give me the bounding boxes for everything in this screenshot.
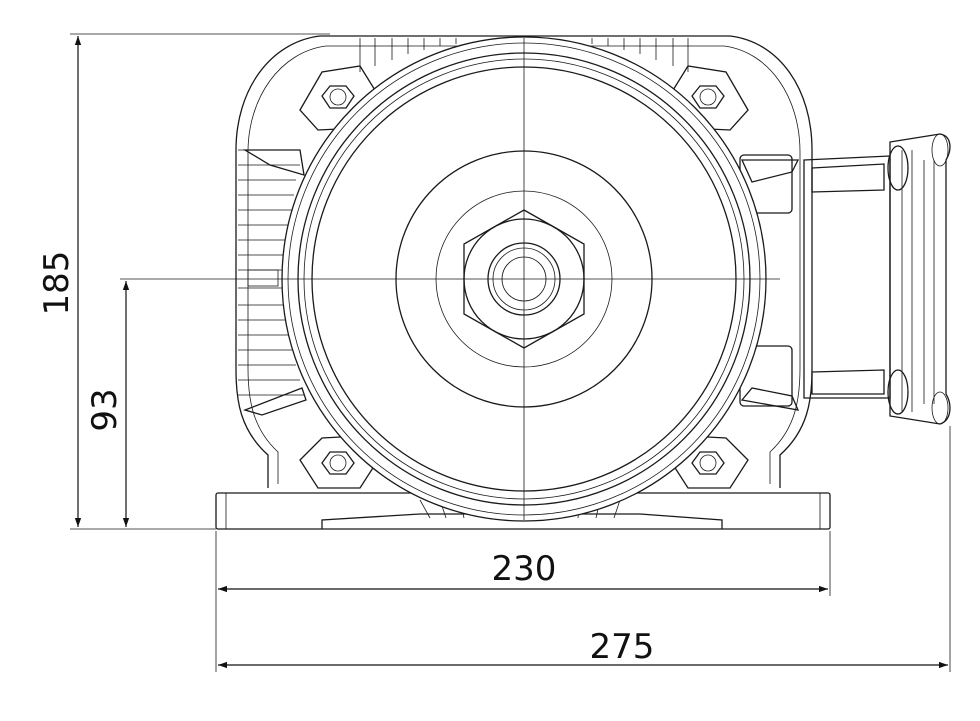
dimension-overall-width: [218, 426, 951, 672]
top-cooling-fins: [359, 38, 689, 72]
dimension-label-230: 230: [492, 549, 557, 589]
dimension-label-185: 185: [37, 251, 77, 316]
motor-housing: [235, 35, 813, 489]
left-cooling-fins: [238, 149, 307, 416]
dimension-label-93: 93: [85, 388, 125, 431]
terminal-box: [803, 133, 951, 425]
center-lines: [120, 38, 780, 520]
dimension-label-275: 275: [590, 627, 655, 667]
dimension-overall-height: [70, 33, 330, 530]
dimension-foot-width: [215, 531, 831, 672]
